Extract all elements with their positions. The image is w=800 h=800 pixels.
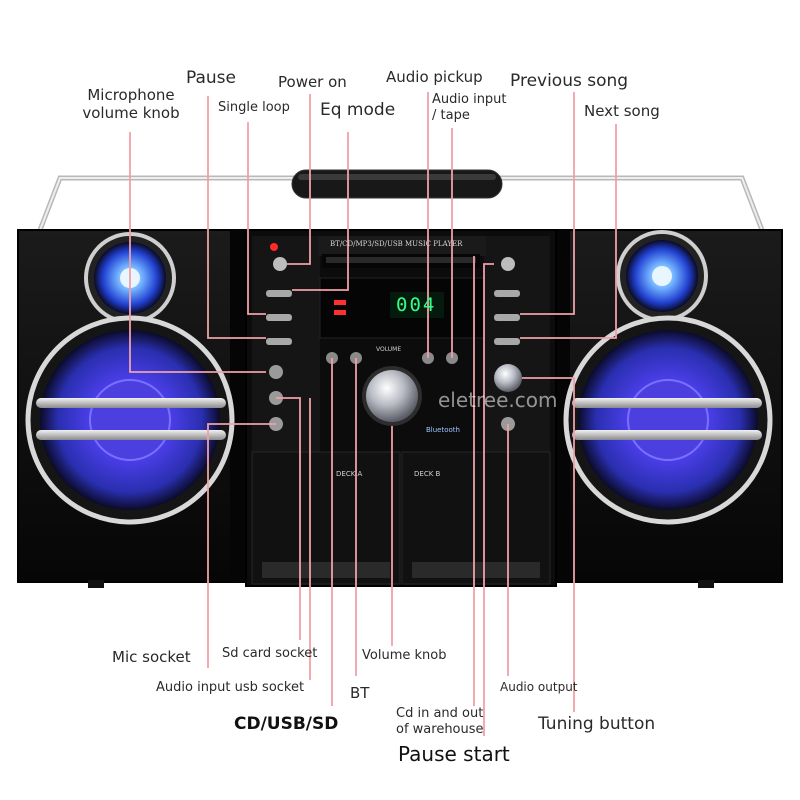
deck-b-label: DECK B: [414, 470, 441, 478]
label-next-song: Next song: [584, 102, 660, 120]
deck-a-label: DECK A: [336, 470, 363, 478]
label-cd-in-out-warehouse: Cd in and out of warehouse: [396, 706, 484, 737]
label-mic-socket: Mic socket: [112, 648, 191, 666]
cd-slot: [326, 257, 476, 263]
label-volume-knob: Volume knob: [362, 648, 447, 663]
label-audio-input-usb-socket: Audio input usb socket: [156, 680, 305, 695]
watermark: eletree.com: [438, 388, 558, 412]
label-audio-pickup: Audio pickup: [386, 68, 483, 86]
label-cd-usb-sd: CD/USB/SD: [234, 714, 339, 734]
label-power-on: Power on: [278, 73, 347, 91]
carry-handle: [37, 169, 765, 231]
label-previous-song: Previous song: [510, 71, 629, 91]
label-microphone-volume-knob: Microphone volume knob: [82, 86, 180, 122]
volume-knob: [362, 366, 422, 426]
label-single-loop: Single loop: [218, 100, 290, 115]
label-eq-mode: Eq mode: [320, 100, 396, 120]
right-control-buttons: [494, 257, 522, 431]
cassette-decks: [251, 451, 551, 585]
label-audio-input-tape: Audio input / tape: [432, 92, 507, 123]
bluetooth-label: Bluetooth: [426, 426, 460, 434]
left-woofer: [25, 315, 235, 525]
cd-slot-label: BT/CD/MP3/SD/USB MUSIC PLAYER: [330, 240, 463, 248]
label-tuning-button: Tuning button: [538, 714, 656, 734]
label-pause: Pause: [186, 68, 236, 88]
callout-lines: [129, 92, 617, 736]
label-sd-card-socket: Sd card socket: [222, 646, 318, 661]
label-pause-start: Pause start: [398, 742, 510, 766]
volume-label: VOLUME: [376, 346, 402, 353]
right-woofer: [563, 315, 773, 525]
label-audio-output: Audio output: [500, 680, 578, 694]
label-bt: BT: [350, 684, 370, 702]
right-tweeter: [616, 230, 708, 322]
lcd-display-value: 004: [396, 294, 437, 316]
